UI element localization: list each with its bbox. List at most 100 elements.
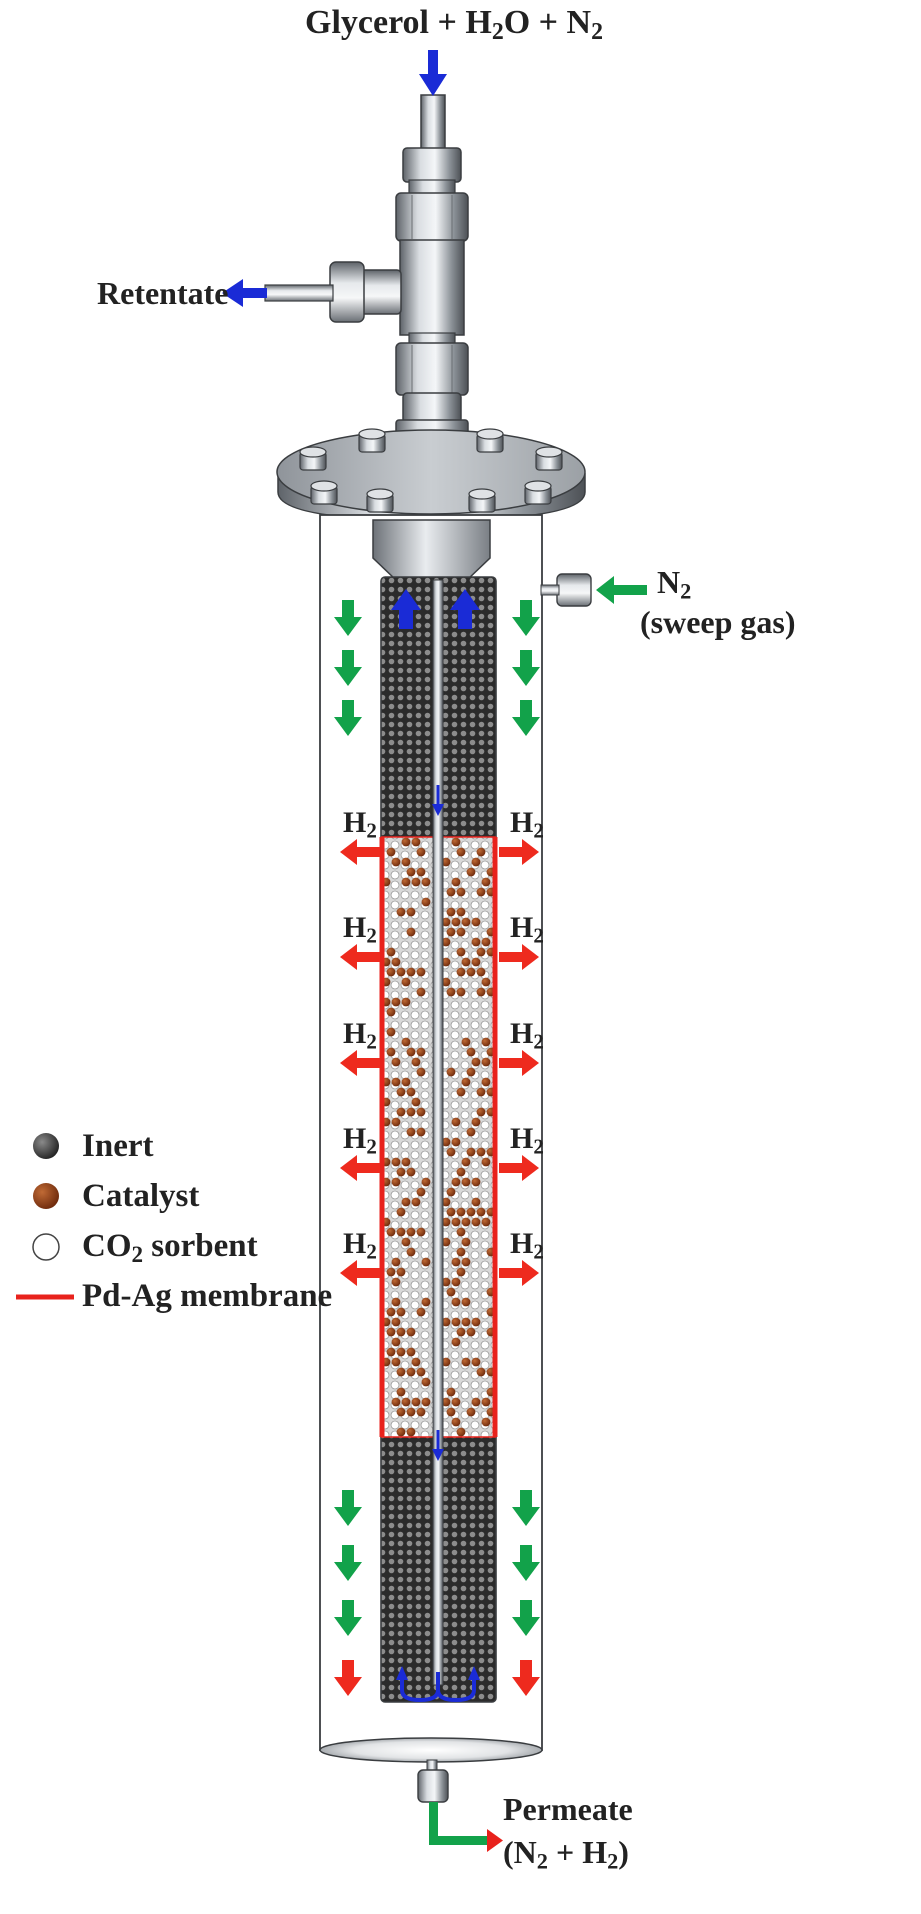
bolt-icon <box>468 488 496 513</box>
catalyst-particle <box>406 1327 416 1337</box>
catalyst-particle <box>451 1117 461 1127</box>
catalyst-particle <box>446 1387 456 1397</box>
left-arrow-icon <box>340 1050 380 1076</box>
catalyst-particle <box>461 1297 471 1307</box>
h2-label-left: H2 <box>343 911 377 948</box>
catalyst-particle <box>456 907 466 917</box>
catalyst-particle <box>416 967 426 977</box>
reactor-plug <box>372 519 491 581</box>
catalyst-particle <box>421 1177 431 1187</box>
lower-nut <box>402 392 462 424</box>
legend-sorbent-swatch-icon <box>32 1233 60 1261</box>
catalyst-particle <box>456 1327 466 1337</box>
left-arrow-icon <box>340 1155 380 1181</box>
catalyst-particle <box>481 1057 491 1067</box>
catalyst-particle <box>461 1357 471 1367</box>
retentate-label: Retentate <box>97 275 229 311</box>
catalyst-particle <box>406 1427 416 1437</box>
catalyst-particle <box>446 1187 456 1197</box>
catalyst-particle <box>456 847 466 857</box>
catalyst-particle <box>476 847 486 857</box>
u-turn-flow-right <box>436 1672 476 1703</box>
catalyst-particle <box>396 1327 406 1337</box>
catalyst-particle <box>441 937 451 947</box>
sweep-down-arrow-icon <box>512 1600 540 1636</box>
sweep-inlet-stub <box>540 584 560 596</box>
h2-label-left: H2 <box>343 1017 377 1054</box>
catalyst-particle <box>416 987 426 997</box>
legend-label: Inert <box>82 1127 154 1164</box>
catalyst-particle <box>391 1317 401 1327</box>
catalyst-particle <box>441 957 451 967</box>
central-down-arrow-icon <box>432 785 444 816</box>
catalyst-particle <box>391 1157 401 1167</box>
catalyst-particle <box>406 1047 416 1057</box>
catalyst-particle <box>481 877 491 887</box>
catalyst-particle <box>471 1057 481 1067</box>
catalyst-particle <box>451 1177 461 1187</box>
catalyst-particle <box>446 1147 456 1157</box>
catalyst-particle <box>481 1397 491 1407</box>
catalyst-particle <box>446 1287 456 1297</box>
bolt-icon <box>310 480 338 505</box>
catalyst-particle <box>446 1207 456 1217</box>
sweep-gas-label: N2 <box>657 564 692 604</box>
bolt-icon <box>535 446 563 471</box>
catalyst-particle <box>416 1187 426 1197</box>
permeate-down-arrow-icon <box>334 1660 362 1696</box>
sweep-down-arrow-icon <box>334 1490 362 1526</box>
retentate-tube <box>264 284 334 302</box>
catalyst-particle <box>416 1307 426 1317</box>
catalyst-particle <box>411 1357 421 1367</box>
catalyst-particle <box>446 987 456 997</box>
catalyst-particle <box>396 1227 406 1237</box>
sweep-down-arrow-icon <box>512 600 540 636</box>
sweep-down-arrow-icon <box>512 700 540 736</box>
catalyst-particle <box>411 1197 421 1207</box>
catalyst-particle <box>421 897 431 907</box>
sweep-down-arrow-icon <box>512 1490 540 1526</box>
tee-body <box>399 239 465 336</box>
retentate-fitting-nut <box>329 261 365 323</box>
sweep-gas-sublabel: (sweep gas) <box>640 604 796 640</box>
catalyst-particle <box>421 877 431 887</box>
catalyst-particle <box>471 1357 481 1367</box>
flange-bolts <box>299 428 563 513</box>
catalyst-particle <box>466 867 476 877</box>
catalyst-particle <box>391 957 401 967</box>
catalyst-particle <box>461 1217 471 1227</box>
left-arrow-icon <box>340 839 380 865</box>
catalyst-particle <box>421 1397 431 1407</box>
upper-hex-nut <box>395 192 469 242</box>
catalyst-particle <box>471 1117 481 1127</box>
catalyst-particle <box>396 1087 406 1097</box>
catalyst-particle <box>461 1037 471 1047</box>
catalyst-particle <box>461 1257 471 1267</box>
catalyst-particle <box>451 1317 461 1327</box>
catalyst-particle <box>396 1167 406 1177</box>
h2-label-right: H2 <box>510 1227 544 1264</box>
catalyst-particle <box>416 1227 426 1237</box>
catalyst-particle <box>471 1317 481 1327</box>
legend-item-co2-sorbent: CO2 sorbent <box>22 1226 258 1266</box>
catalyst-particle <box>461 917 471 927</box>
catalyst-particle <box>416 1407 426 1417</box>
h2-label-left: H2 <box>343 1227 377 1264</box>
catalyst-particle <box>391 1297 401 1307</box>
catalyst-particle <box>391 1117 401 1127</box>
catalyst-particle <box>446 1067 456 1077</box>
h2-label-right: H2 <box>510 806 544 843</box>
catalyst-particle <box>401 997 411 1007</box>
catalyst-particle <box>406 1407 416 1417</box>
catalyst-particle <box>471 1177 481 1187</box>
catalyst-particle <box>396 1427 406 1437</box>
permeate-right-arrow-icon <box>429 1802 503 1852</box>
catalyst-particle <box>481 937 491 947</box>
catalyst-particle <box>421 1297 431 1307</box>
catalyst-particle <box>481 1037 491 1047</box>
catalyst-particle <box>456 1207 466 1217</box>
catalyst-particle <box>401 1037 411 1047</box>
sweep-inlet-nut <box>556 573 592 607</box>
retentate-left-arrow-icon <box>222 279 267 307</box>
